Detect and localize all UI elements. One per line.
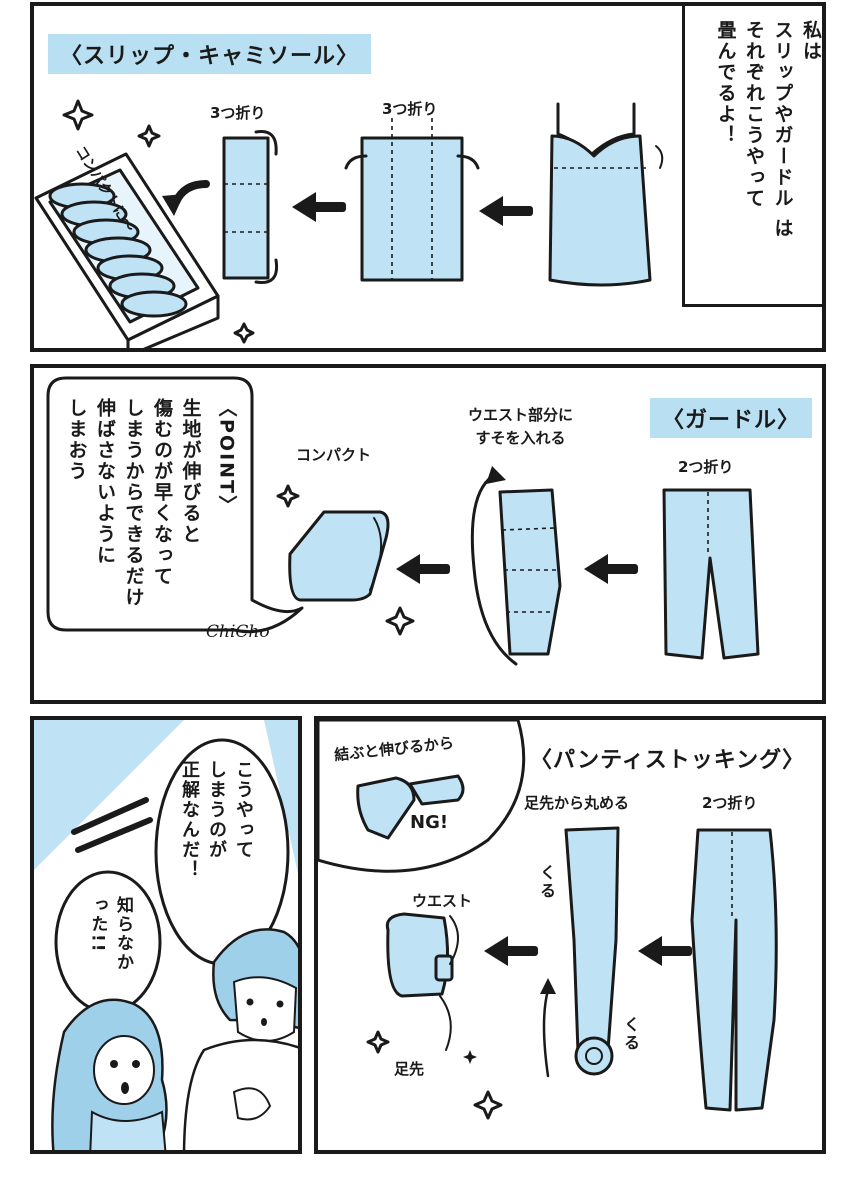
pantyhose-section-title: 〈パンティストッキング〉 xyxy=(526,738,810,778)
kuru-label-upper: くる xyxy=(537,864,556,900)
pantyhose-folding-illustration xyxy=(318,720,778,1120)
speech-bubble-large: こうやって しまうのが 正解なんだ！ xyxy=(179,760,254,880)
reaction-illustration xyxy=(34,720,298,1150)
waist-note-label: ウエスト部分に すそを入れる xyxy=(468,406,574,447)
ng-label: NG! xyxy=(410,812,449,833)
girdle-section-title: 〈ガードル〉 xyxy=(650,398,813,438)
author-signature: ChiCho xyxy=(206,622,270,642)
girdle-folding-illustration xyxy=(46,376,760,666)
panel-girdle: 〈POINT〉 生地が伸びると 傷むのが早くなって しまうからできるだけ 伸ばさ… xyxy=(30,364,826,704)
compact-label-girdle: コンパクト xyxy=(296,446,372,464)
roll-from-toe-label: 足先から丸める xyxy=(524,794,630,812)
toe-label: 足先 xyxy=(394,1060,425,1078)
fold-2-label-pantyhose: 2つ折り xyxy=(702,794,758,812)
panel-reaction: こうやって しまうのが 正解なんだ！ 知らなか った!! xyxy=(30,716,302,1154)
slip-folding-illustration xyxy=(34,99,664,348)
narration-box: 私は スリップやガードル は それぞれこうやって 畳んでるよ！ xyxy=(682,6,823,307)
kuru-label-lower: くる xyxy=(621,1016,640,1052)
fold-2-label-girdle: 2つ折り xyxy=(678,458,734,476)
waist-label: ウエスト xyxy=(412,892,473,910)
narration-text: 私は スリップやガードル は それぞれこうやって 畳んでるよ！ xyxy=(714,20,823,239)
drawer-illustration xyxy=(34,152,220,348)
point-title: 〈POINT〉 xyxy=(215,398,238,517)
slip-section-title: 〈スリップ・キャミソール〉 xyxy=(48,34,372,74)
fold-3-label-left: 3つ折り xyxy=(210,104,266,122)
speech-bubble-small: 知らなか った!! xyxy=(87,896,134,972)
point-text: 生地が伸びると 傷むのが早くなって しまうからできるだけ 伸ばさないように しま… xyxy=(65,398,202,608)
panel-pantyhose: 結ぶと伸びるから NG! 〈パンティストッキング〉 足先から丸める 2つ折り く… xyxy=(314,716,826,1154)
fold-3-label-right: 3つ折り xyxy=(382,100,438,118)
panel-slip-camisole: 〈スリップ・キャミソール〉 3つ折り 3つ折り コンパクトに〜 私は スリップや… xyxy=(30,2,826,352)
